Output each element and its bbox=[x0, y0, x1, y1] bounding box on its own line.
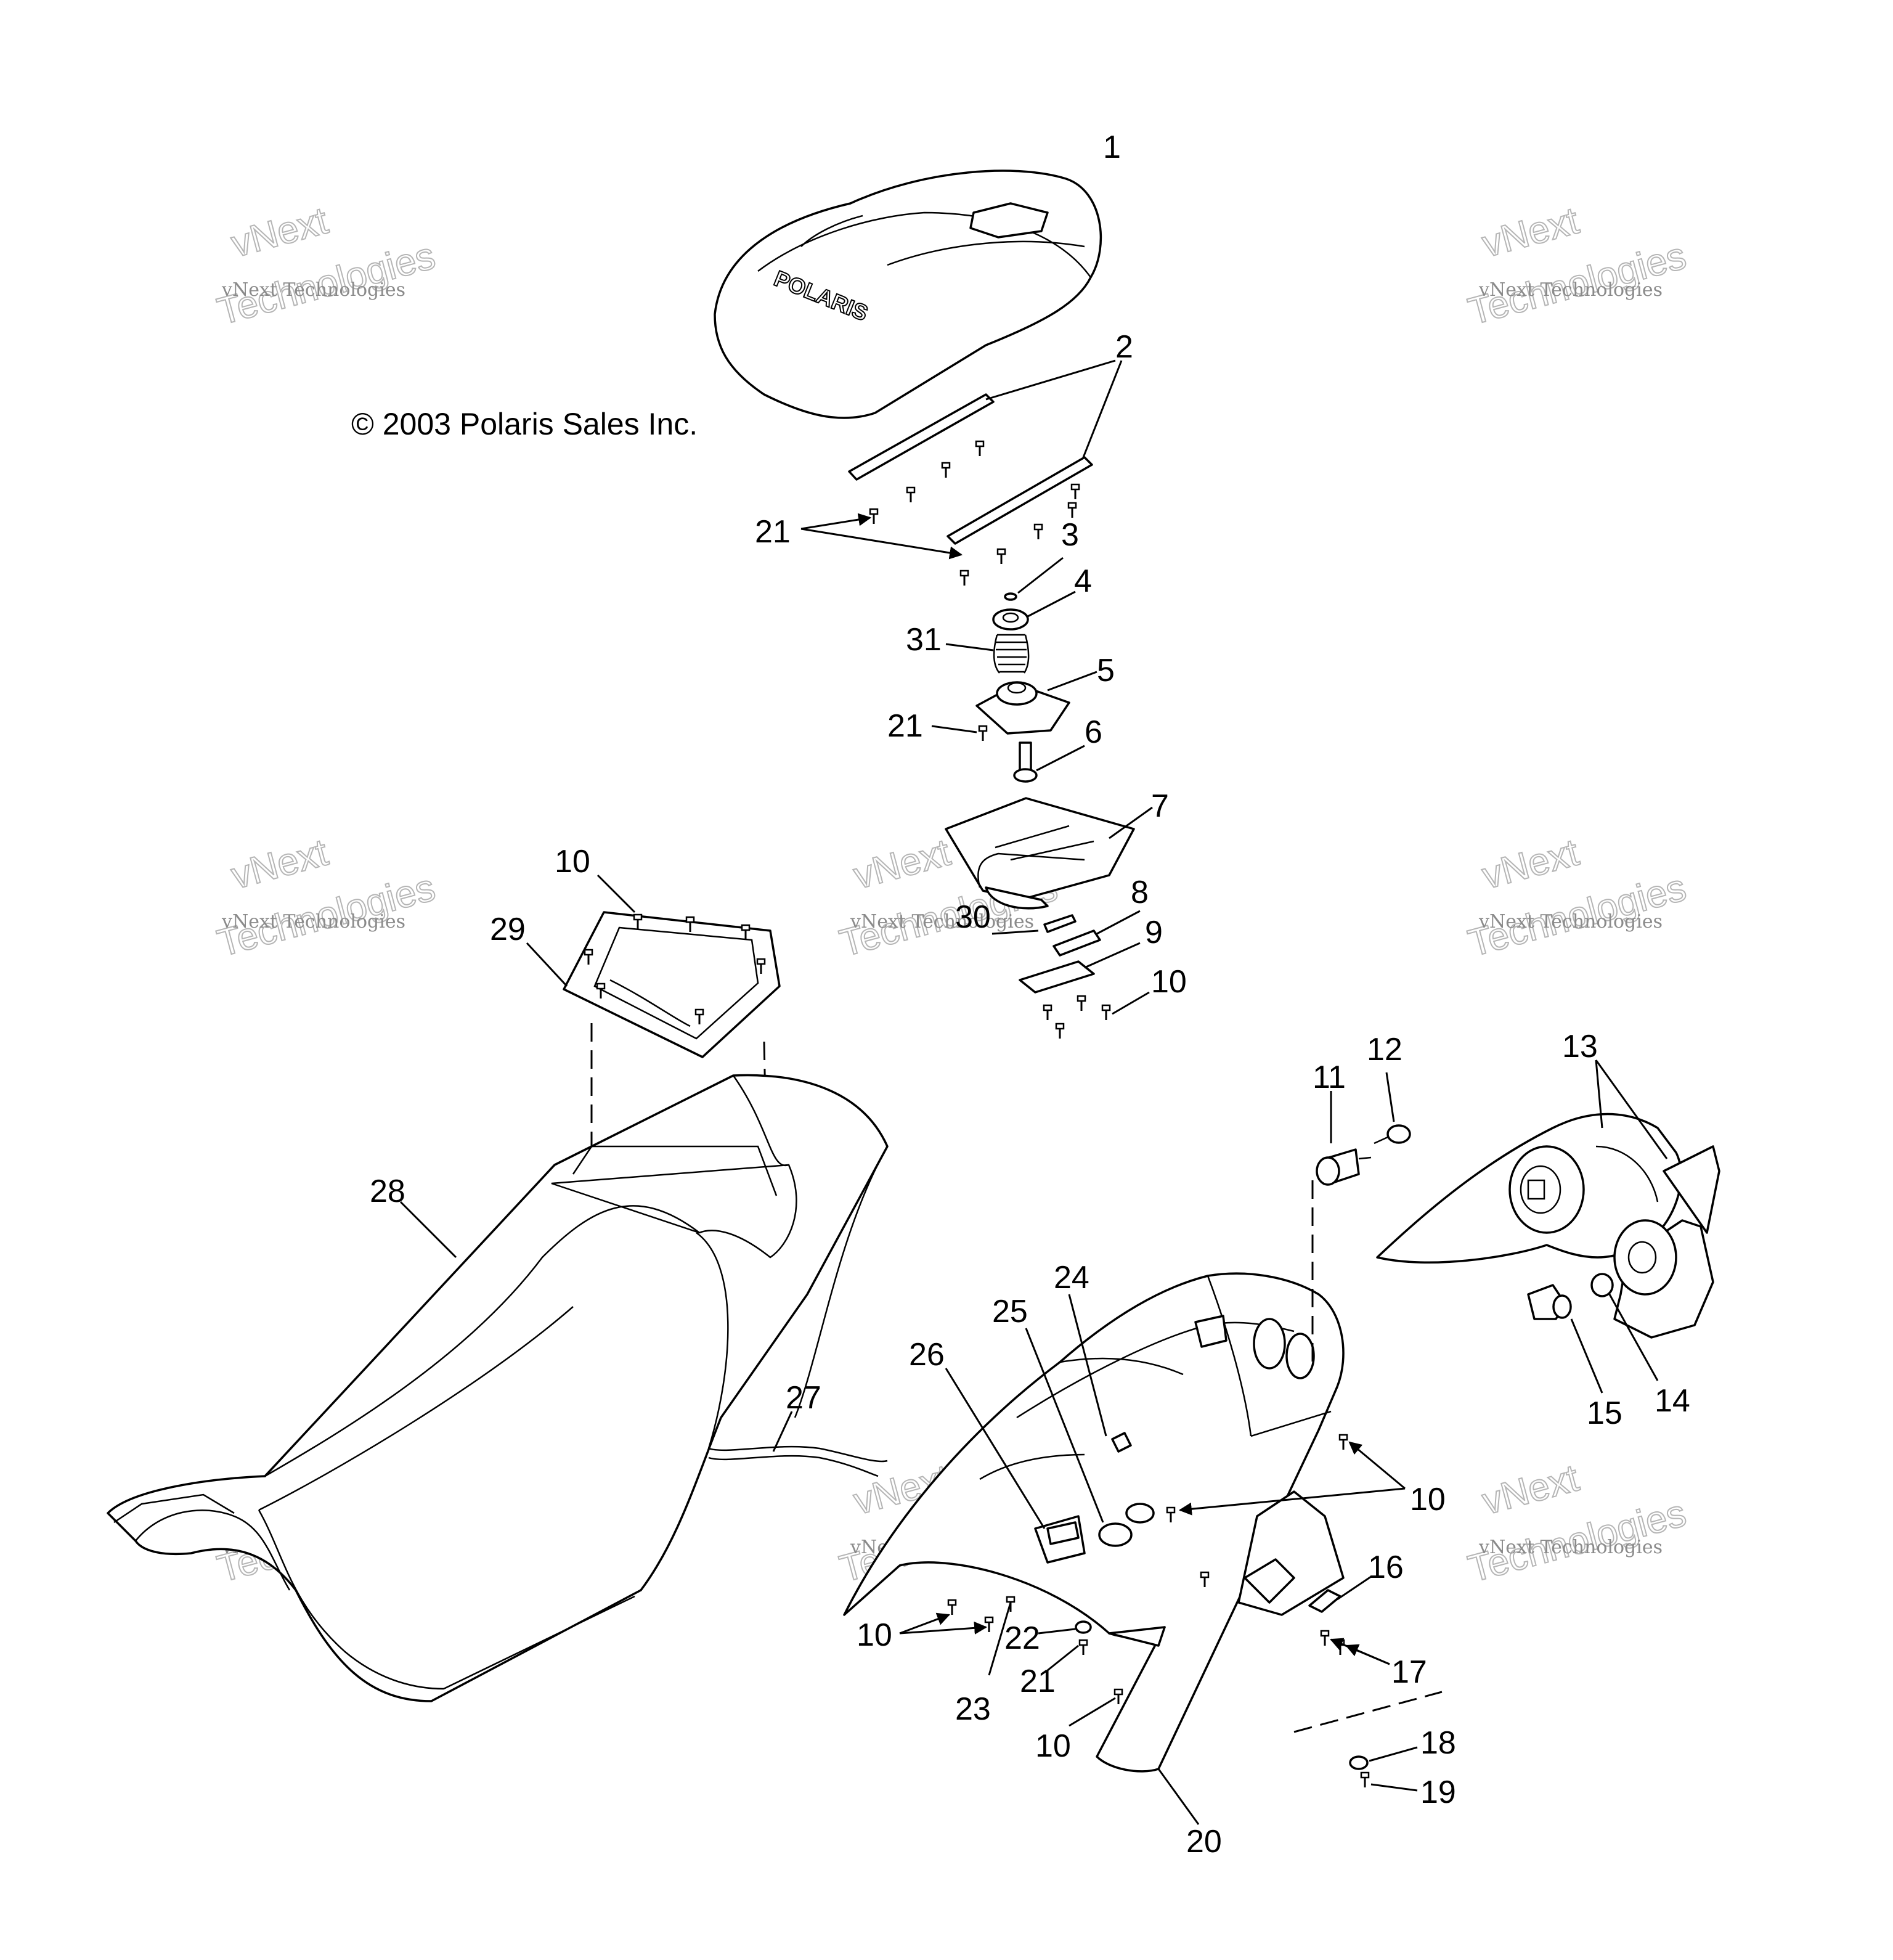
callout-label: 10 bbox=[1035, 1728, 1071, 1764]
callout-label: 28 bbox=[370, 1174, 405, 1209]
seat-emblem-icon bbox=[969, 202, 1049, 239]
callout-label: 10 bbox=[1151, 964, 1187, 1000]
watermark-brand: vNext bbox=[849, 831, 955, 897]
part-3-4-31-spring-stack bbox=[931, 557, 1097, 783]
callout-label: 12 bbox=[1367, 1032, 1402, 1068]
callout-label: 11 bbox=[1313, 1060, 1346, 1095]
callout-label: 31 bbox=[906, 622, 942, 658]
watermark-text: vNext Technologies bbox=[221, 911, 405, 933]
part-2-mounting-strips bbox=[848, 359, 1123, 545]
callout-label: 5 bbox=[1097, 653, 1115, 688]
part-21-screws bbox=[800, 440, 1080, 587]
watermark-brand: vNext bbox=[1478, 1456, 1583, 1523]
part-28-main-seat bbox=[107, 1074, 889, 1702]
callout-label: 10 bbox=[555, 844, 590, 880]
part-27-wire bbox=[708, 1411, 888, 1477]
callout-label: 22 bbox=[1004, 1620, 1040, 1656]
part-16-17-clip-screws bbox=[1308, 1575, 1390, 1665]
callout-label: 23 bbox=[955, 1691, 991, 1727]
part-14-15-bulbs bbox=[1527, 1273, 1659, 1394]
callout-label: 13 bbox=[1562, 1029, 1598, 1064]
part-7-latch-base bbox=[945, 797, 1153, 910]
watermark-brand: vNext bbox=[227, 199, 332, 266]
callout-label: 17 bbox=[1391, 1654, 1427, 1690]
watermark-text: vNext Technologies bbox=[1478, 1537, 1663, 1558]
callout-label: 6 bbox=[1085, 714, 1102, 750]
callout-label: 3 bbox=[1061, 517, 1079, 553]
part-1-passenger-seat: POLARIS bbox=[714, 169, 1102, 419]
copyright-text: © 2003 Polaris Sales Inc. bbox=[351, 407, 698, 441]
callout-label: 8 bbox=[1131, 875, 1149, 910]
callout-label: 10 bbox=[857, 1617, 892, 1653]
watermark-brand: vNext bbox=[1478, 199, 1583, 266]
callout-label: 15 bbox=[1587, 1395, 1622, 1431]
part-10-21-fender-screws bbox=[899, 1434, 1406, 1727]
callout-label: 25 bbox=[992, 1294, 1028, 1329]
callout-label: 9 bbox=[1145, 915, 1163, 950]
callout-label: 10 bbox=[1410, 1482, 1446, 1517]
callout-label: 2 bbox=[1115, 329, 1133, 365]
watermark-brand: vNext bbox=[227, 831, 332, 897]
callout-label: 20 bbox=[1186, 1824, 1222, 1860]
watermark-brand: vNext bbox=[1478, 831, 1583, 897]
watermark-text: vNext Technologies bbox=[221, 279, 405, 301]
callout-label: 7 bbox=[1151, 788, 1169, 824]
callout-label: 21 bbox=[1020, 1664, 1056, 1699]
callout-label: 4 bbox=[1074, 563, 1092, 599]
watermark-text: vNext Technologies bbox=[1478, 911, 1663, 933]
part-13-tail-light bbox=[1376, 1060, 1720, 1339]
part-8-9-30-latch-hardware bbox=[991, 910, 1150, 1040]
callout-label: 26 bbox=[909, 1337, 945, 1373]
part-20-rear-fender bbox=[843, 1272, 1345, 1825]
callout-label: 21 bbox=[887, 708, 923, 744]
callout-label: 30 bbox=[955, 899, 991, 935]
callout-label: 18 bbox=[1420, 1725, 1456, 1761]
part-18-19-nut-screw bbox=[1293, 1691, 1443, 1792]
callout-label: 24 bbox=[1054, 1260, 1089, 1296]
watermark-text: vNext Technologies bbox=[850, 911, 1034, 933]
part-11-12-bulb-socket bbox=[1311, 1072, 1411, 1368]
callout-label: 21 bbox=[755, 514, 791, 550]
callout-label: 27 bbox=[786, 1380, 821, 1416]
callout-label: 19 bbox=[1420, 1774, 1456, 1810]
callout-label: 16 bbox=[1368, 1550, 1404, 1585]
part-24-25-26-mount-hardware bbox=[945, 1294, 1155, 1676]
watermark-text: vNext Technologies bbox=[1478, 279, 1663, 301]
callout-label: 29 bbox=[490, 912, 526, 947]
callout-label: 1 bbox=[1103, 129, 1121, 165]
callout-label: 14 bbox=[1655, 1383, 1690, 1419]
callout-labels: 1 2 21 3 4 31 5 21 6 7 10 29 30 8 9 10 2… bbox=[370, 129, 1690, 1860]
